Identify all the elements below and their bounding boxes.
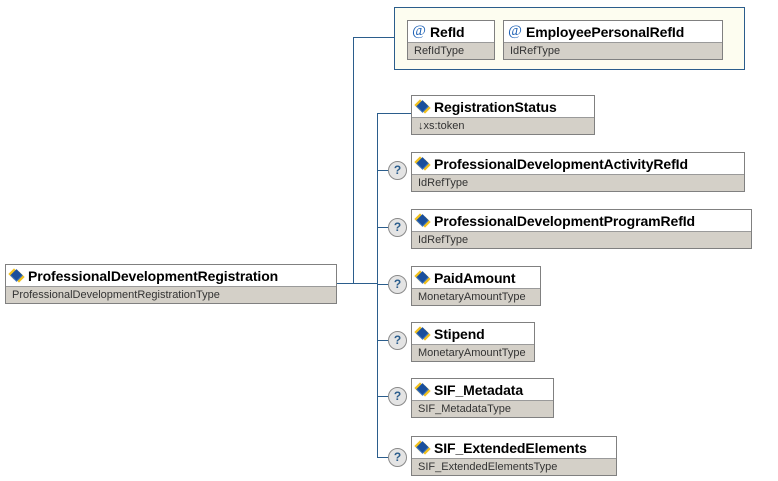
- node-label: ProfessionalDevelopmentRegistration: [28, 267, 279, 284]
- at-icon: @: [508, 22, 522, 39]
- node-type-label: SIF_MetadataType: [412, 400, 553, 417]
- node-label: RegistrationStatus: [434, 98, 557, 115]
- connector-attributes-riser: [353, 37, 354, 284]
- optional-marker-stipend: ?: [388, 331, 407, 350]
- type-text: xs:token: [423, 120, 465, 132]
- node-label: ProfessionalDevelopmentActivityRefId: [434, 155, 688, 172]
- element-icon: [414, 439, 431, 455]
- node-professionaldevelopmentregistration[interactable]: ProfessionalDevelopmentRegistration Prof…: [5, 264, 337, 304]
- node-paidamount[interactable]: PaidAmount MonetaryAmountType: [411, 266, 541, 306]
- node-attribute-refid[interactable]: @ RefId RefIdType: [407, 20, 495, 60]
- optional-marker-paidamount: ?: [388, 275, 407, 294]
- optional-marker-sifmetadata: ?: [388, 387, 407, 406]
- node-type-label: SIF_ExtendedElementsType: [412, 458, 616, 475]
- connector-arm-activityrefid: [377, 170, 388, 171]
- node-type-label: IdRefType: [504, 42, 722, 59]
- element-icon: [8, 267, 25, 283]
- element-icon: [414, 212, 431, 228]
- node-header: ProfessionalDevelopmentProgramRefId: [412, 210, 751, 231]
- node-professionaldevelopmentprogramrefid[interactable]: ProfessionalDevelopmentProgramRefId IdRe…: [411, 209, 752, 249]
- node-header: SIF_Metadata: [412, 379, 553, 400]
- derivation-arrow-icon: ↓: [418, 120, 424, 132]
- optional-marker-sifextendedelements: ?: [388, 448, 407, 467]
- optional-marker-activityrefid: ?: [388, 161, 407, 180]
- at-icon: @: [412, 22, 426, 39]
- connector-arm-sifextendedelements: [377, 457, 388, 458]
- node-attribute-employeepersonalrefid[interactable]: @ EmployeePersonalRefId IdRefType: [503, 20, 723, 60]
- node-header: @ RefId: [408, 21, 494, 42]
- node-type-label: ProfessionalDevelopmentRegistrationType: [6, 286, 336, 303]
- connector-root-stub: [337, 283, 377, 284]
- node-header: Stipend: [412, 323, 534, 344]
- node-label: ProfessionalDevelopmentProgramRefId: [434, 212, 696, 229]
- element-icon: [414, 325, 431, 341]
- node-header: @ EmployeePersonalRefId: [504, 21, 722, 42]
- element-icon: [414, 269, 431, 285]
- node-sif-extendedelements[interactable]: SIF_ExtendedElements SIF_ExtendedElement…: [411, 436, 617, 476]
- node-type-label: ↓xs:token: [412, 117, 594, 134]
- connector-arm-programrefid: [377, 227, 388, 228]
- node-professionaldevelopmentactivityrefid[interactable]: ProfessionalDevelopmentActivityRefId IdR…: [411, 152, 745, 192]
- attributes-group-container: @ RefId RefIdType @ EmployeePersonalRefI…: [394, 7, 745, 70]
- node-label: Stipend: [434, 325, 485, 342]
- node-label: SIF_Metadata: [434, 381, 524, 398]
- connector-arm-registrationstatus: [377, 113, 411, 114]
- node-label: SIF_ExtendedElements: [434, 439, 587, 456]
- connector-arm-stipend: [377, 340, 388, 341]
- node-stipend[interactable]: Stipend MonetaryAmountType: [411, 322, 535, 362]
- node-header: PaidAmount: [412, 267, 540, 288]
- element-icon: [414, 155, 431, 171]
- element-icon: [414, 381, 431, 397]
- node-header: RegistrationStatus: [412, 96, 594, 117]
- node-header: ProfessionalDevelopmentActivityRefId: [412, 153, 744, 174]
- node-type-label: IdRefType: [412, 231, 751, 248]
- node-type-label: RefIdType: [408, 42, 494, 59]
- node-header: ProfessionalDevelopmentRegistration: [6, 265, 336, 286]
- optional-marker-programrefid: ?: [388, 218, 407, 237]
- connector-arm-paidamount: [377, 284, 388, 285]
- element-icon: [414, 98, 431, 114]
- connector-arm-sifmetadata: [377, 396, 388, 397]
- connector-children-spine: [377, 113, 378, 458]
- node-label: RefId: [430, 23, 465, 40]
- node-sif-metadata[interactable]: SIF_Metadata SIF_MetadataType: [411, 378, 554, 418]
- node-type-label: MonetaryAmountType: [412, 344, 534, 361]
- node-type-label: MonetaryAmountType: [412, 288, 540, 305]
- node-label: PaidAmount: [434, 269, 516, 286]
- node-label: EmployeePersonalRefId: [526, 23, 685, 40]
- node-registrationstatus[interactable]: RegistrationStatus ↓xs:token: [411, 95, 595, 135]
- connector-attributes-arm: [353, 37, 395, 38]
- node-type-label: IdRefType: [412, 174, 744, 191]
- node-header: SIF_ExtendedElements: [412, 437, 616, 458]
